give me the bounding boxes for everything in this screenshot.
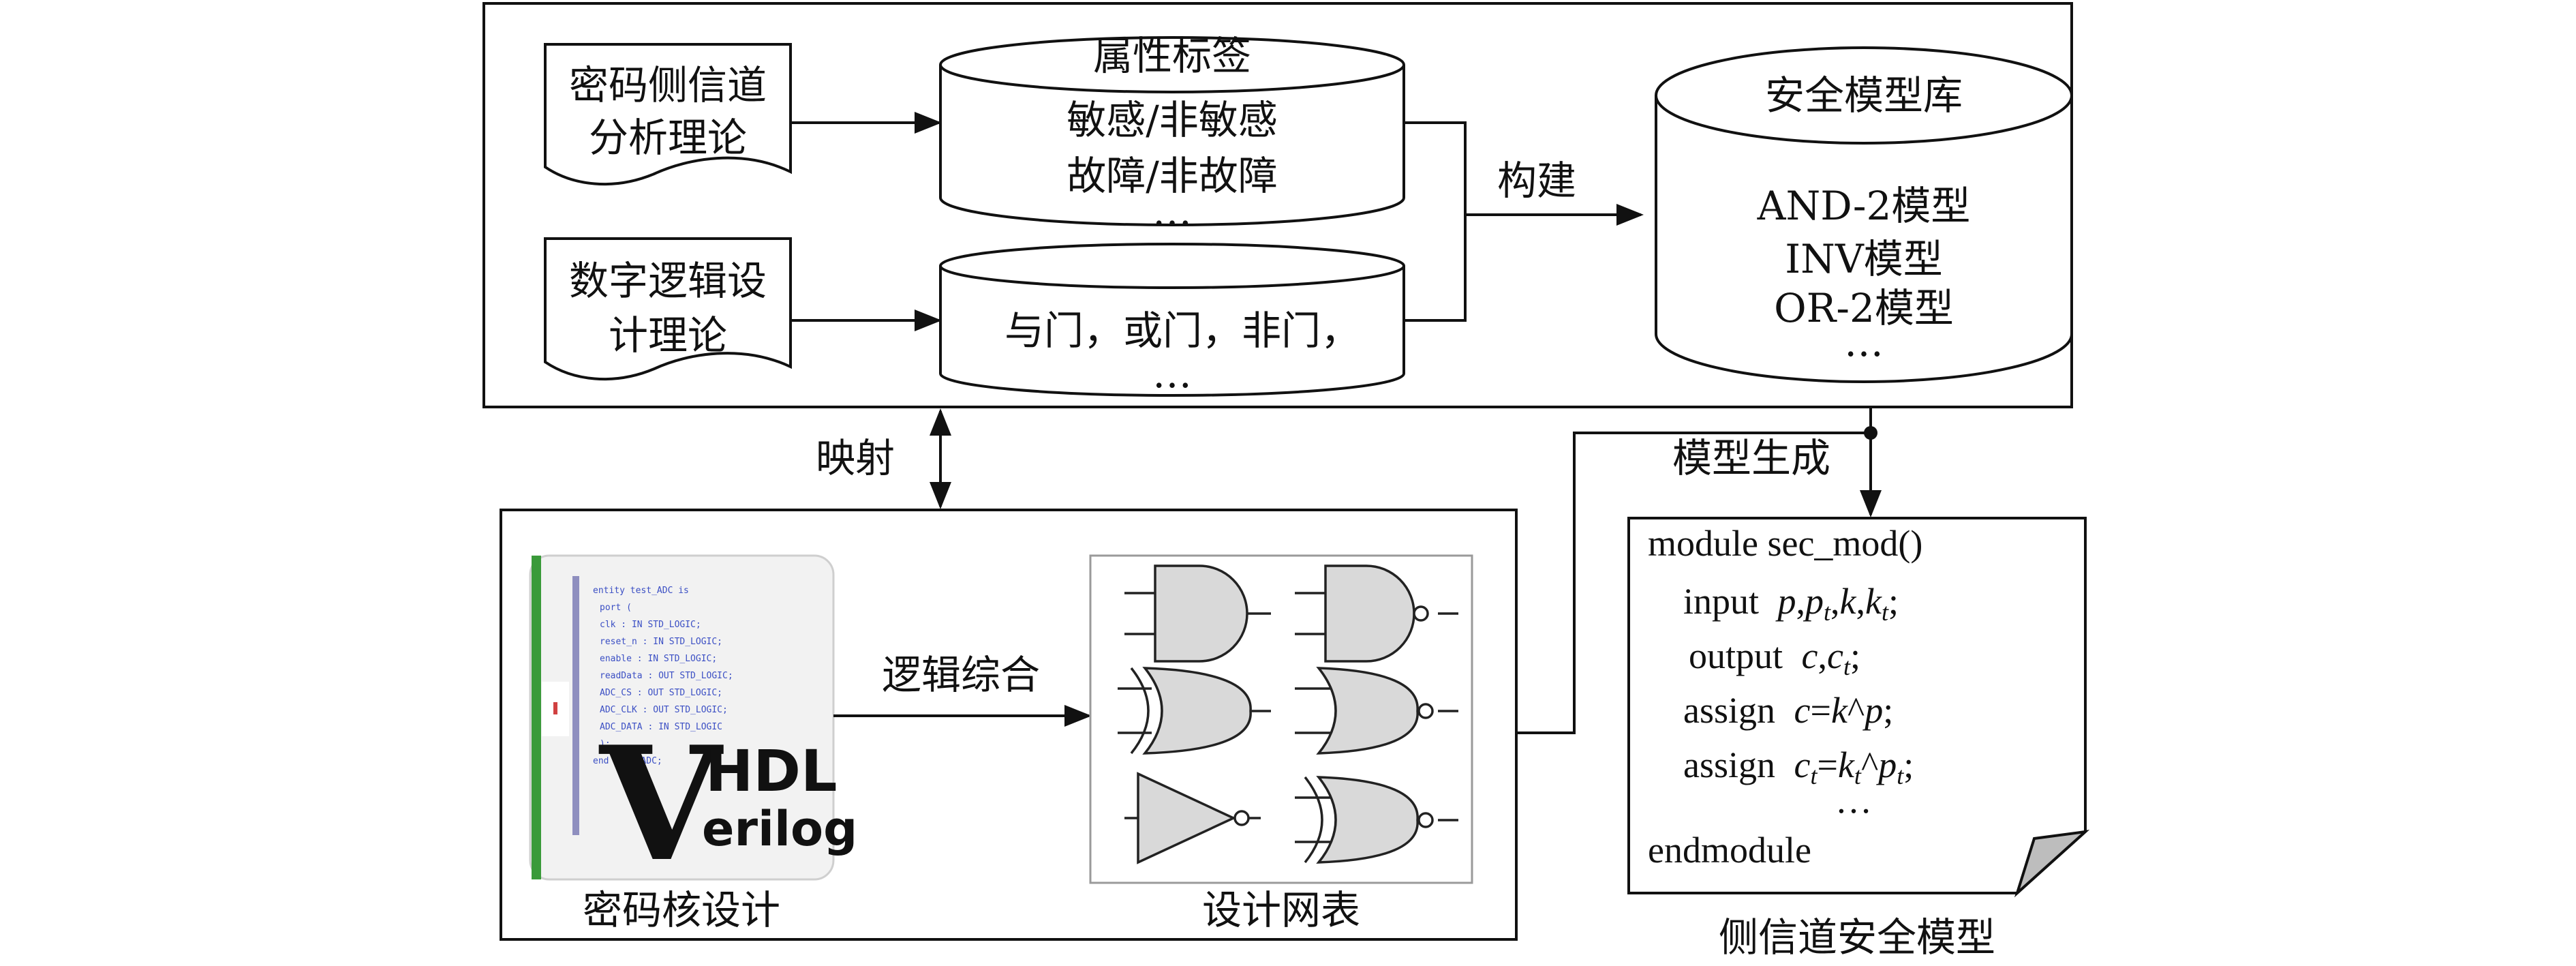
code-assign2-p: p <box>1875 744 1897 785</box>
vhdl-verilog-logo: entity test_ADC is port ( clk : IN STD_L… <box>529 554 857 896</box>
model-db-line2: INV模型 <box>1785 236 1943 282</box>
synth-label: 逻辑综合 <box>882 652 1040 698</box>
model-db-line1: AND-2模型 <box>1757 183 1971 229</box>
build-label: 构建 <box>1497 157 1576 204</box>
svg-text:ADC_CLK : OUT STD_LOGIC;: ADC_CLK : OUT STD_LOGIC; <box>600 705 728 715</box>
code-output-kw: output <box>1689 635 1783 676</box>
code-assign1-p: p <box>1862 690 1883 731</box>
code-output-c: c <box>1802 635 1818 676</box>
svg-text:);: ); <box>600 739 611 749</box>
netlist-gates <box>1089 554 1473 884</box>
model-code-caption: 侧信道安全模型 <box>1719 914 1995 961</box>
model-db-title: 安全模型库 <box>1765 72 1963 119</box>
doc-crypto-theory: 密码侧信道 分析理论 <box>544 43 792 186</box>
code-output-ct-sub: t <box>1843 653 1851 680</box>
code-assign1-xor: ^ <box>1847 690 1865 731</box>
attr-tag-database: 属性标签 敏感/非敏感 故障/非故障 … <box>939 33 1405 235</box>
code-line-end: endmodule <box>1648 830 1811 871</box>
svg-text:reset_n : IN STD_LOGIC;: reset_n : IN STD_LOGIC; <box>600 637 722 647</box>
code-output-ct: c <box>1827 635 1843 676</box>
code-assign2-c: c <box>1794 744 1811 785</box>
code-input-kt-sub: t <box>1882 599 1889 626</box>
security-model-code: module sec_mod() input p,pt,k,kt; output… <box>1627 517 2090 898</box>
svg-text:clk : IN STD_LOGIC;: clk : IN STD_LOGIC; <box>600 620 701 630</box>
gate-type-database: 与门，或门，非门， … <box>939 243 1405 397</box>
junction-dot <box>1864 426 1877 440</box>
code-assign2-ct-sub: t <box>1810 762 1818 789</box>
model-db-line3: OR-2模型 <box>1774 285 1954 331</box>
attr-db-title: 属性标签 <box>1093 33 1251 79</box>
code-input-p: p <box>1775 581 1796 622</box>
code-assign1-c: c <box>1794 690 1811 731</box>
code-assign2-kw: assign <box>1683 744 1775 785</box>
code-line-output: output c,ct; <box>1689 635 1860 680</box>
netlist-caption: 设计网表 <box>1202 887 1360 933</box>
logo-hdl: HDL <box>705 738 838 804</box>
code-assign1-eq: = <box>1810 690 1830 731</box>
svg-text:port (: port ( <box>600 603 632 613</box>
svg-text:ADC_CS : OUT STD_LOGIC;: ADC_CS : OUT STD_LOGIC; <box>600 688 722 698</box>
svg-text:ADC_DATA : IN STD_LOGIC: ADC_DATA : IN STD_LOGIC <box>600 722 722 732</box>
code-line-assign1: assign c=k^p; <box>1683 690 1893 731</box>
svg-text:readData : OUT STD_LOGIC;: readData : OUT STD_LOGIC; <box>600 671 733 681</box>
code-line-input: input p,pt,k,kt; <box>1683 581 1899 626</box>
svg-text:enable : IN STD_LOGIC;: enable : IN STD_LOGIC; <box>600 654 717 664</box>
code-assign1-k: k <box>1831 690 1848 731</box>
code-assign2-pt-sub: t <box>1897 762 1904 789</box>
code-assign2-kt-sub: t <box>1854 762 1862 789</box>
doc2-line1: 数字逻辑设 <box>569 258 767 304</box>
merge-line <box>1404 121 1467 322</box>
model-db-line4: … <box>1844 319 1884 365</box>
code-line-assign2: assign ct=kt^pt; <box>1683 744 1914 789</box>
doc1-line1: 密码侧信道 <box>569 62 767 108</box>
attr-db-line3: … <box>1152 188 1192 235</box>
logo-erilog: erilog <box>702 801 857 857</box>
code-line-module: module sec_mod() <box>1648 523 1922 564</box>
code-input-kt: k <box>1865 581 1882 622</box>
attr-db-line1: 敏感/非敏感 <box>1067 97 1278 143</box>
svg-text:entity test_ADC is: entity test_ADC is <box>593 586 689 596</box>
design-frame <box>500 509 1518 941</box>
model-gen-line <box>1516 432 1871 734</box>
code-assign2-k: k <box>1838 744 1855 785</box>
code-assign2-eq: = <box>1817 744 1837 785</box>
code-input-kw: input <box>1683 581 1759 622</box>
gates-db-line1: 与门，或门，非门， <box>1005 307 1360 354</box>
code-assign2-xor: ^ <box>1861 744 1878 785</box>
gates-db-line2: … <box>1152 350 1192 397</box>
doc-digital-logic: 数字逻辑设 计理论 <box>544 237 792 381</box>
model-gen-label: 模型生成 <box>1672 435 1830 481</box>
code-assign1-kw: assign <box>1683 690 1775 731</box>
svg-text:end test_ADC;: end test_ADC; <box>593 756 662 766</box>
logo-letter-v: V <box>598 712 724 896</box>
code-input-k: k <box>1840 581 1857 622</box>
code-input-pt-sub: t <box>1824 599 1831 626</box>
doc1-line2: 分析理论 <box>589 115 747 161</box>
security-model-database: 安全模型库 AND-2模型 INV模型 OR-2模型 … <box>1655 46 2073 383</box>
doc2-line2: 计理论 <box>609 312 727 359</box>
code-input-pt: p <box>1803 581 1824 622</box>
mapping-label: 映射 <box>816 435 895 481</box>
core-caption: 密码核设计 <box>583 887 780 933</box>
code-ellipsis: … <box>1835 780 1872 821</box>
attr-db-line2: 故障/非故障 <box>1067 153 1278 199</box>
